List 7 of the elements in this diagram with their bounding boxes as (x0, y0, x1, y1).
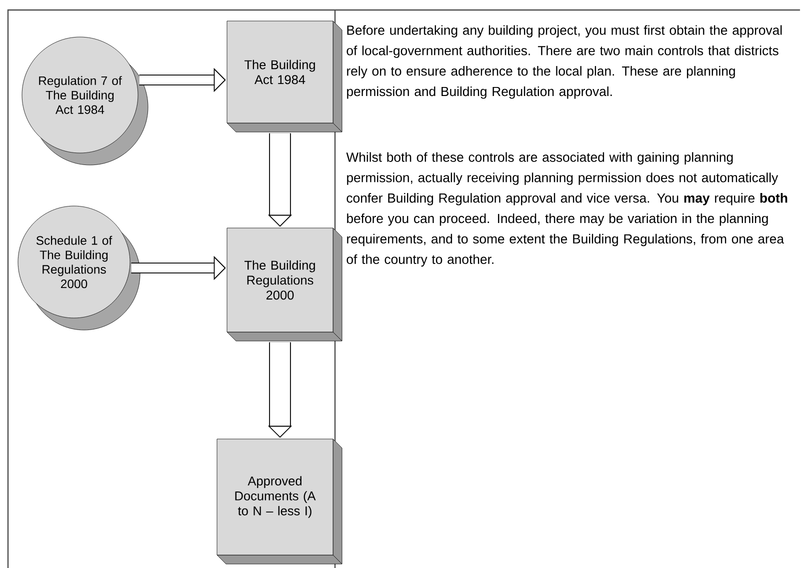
circle-node: Regulation 7 of The Building Act 1984 (22, 36, 148, 166)
box-node: Approved Documents (A to N – less I) (216, 438, 342, 564)
paragraph: Before undertaking any building project, you must first obtain the approval of local-government authorities. There are two main controls that districts rely on to ensure adherence to the local plan. These are planning permission and Building Regulation approval. (346, 25, 782, 99)
paragraph: Whilst both of these controls are associated with gaining planning permission, actually receiving planning permission does not automatically confer Building Regulation approval and vice versa. You may require both before you can proceed. Indeed, there may be variation in the planning requirements, and to some extent the Building Regulations, from one area of the country to another. (346, 152, 788, 267)
box-node: The Building Regulations 2000 (226, 228, 342, 342)
box-node: The Building Act 1984 (226, 20, 342, 132)
circle-node: Schedule 1 of The Building Regulations 2000 (18, 206, 140, 330)
